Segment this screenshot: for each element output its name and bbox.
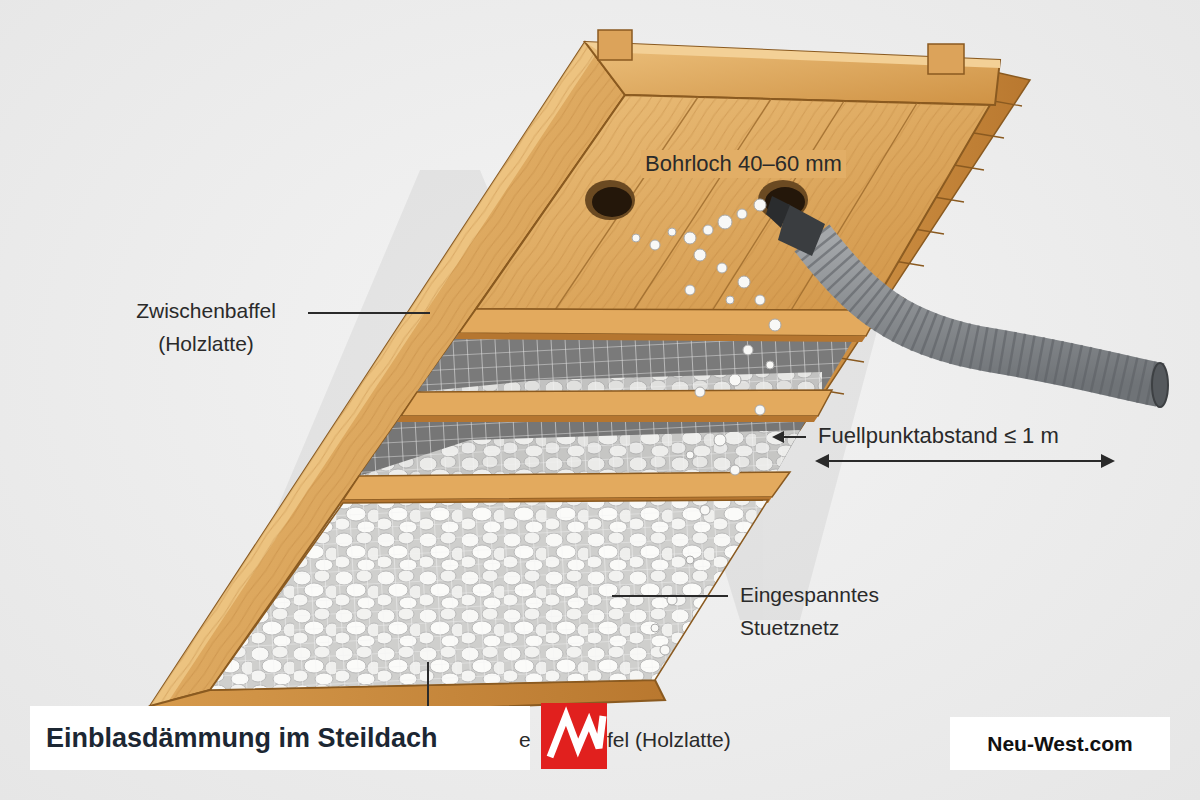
title-banner: Einblasdämmung im Steildach xyxy=(30,706,530,770)
part-label: Eingespanntes Stuetznetz xyxy=(740,578,950,644)
dimension-label: Bohrloch 40–60 mm xyxy=(641,150,846,178)
blown-insulation xyxy=(210,500,768,690)
part-label: Zwischenbaffel (Holzlatte) xyxy=(100,294,312,360)
sheathing-board xyxy=(476,95,990,312)
part-label-fragment: fel (Holzlatte) xyxy=(607,727,731,753)
leader-lines xyxy=(308,313,1115,706)
blowing-hose xyxy=(766,196,1168,407)
intermediate-battens xyxy=(339,309,880,506)
part-label-fragment: e xyxy=(519,727,531,753)
brand-logo xyxy=(541,703,607,769)
support-net-bays xyxy=(359,333,856,476)
dimension-label: Fuellpunktabstand ≤ 1 m xyxy=(818,422,1059,450)
watermark: Neu-West.com xyxy=(950,717,1170,770)
rafter xyxy=(150,30,1000,720)
